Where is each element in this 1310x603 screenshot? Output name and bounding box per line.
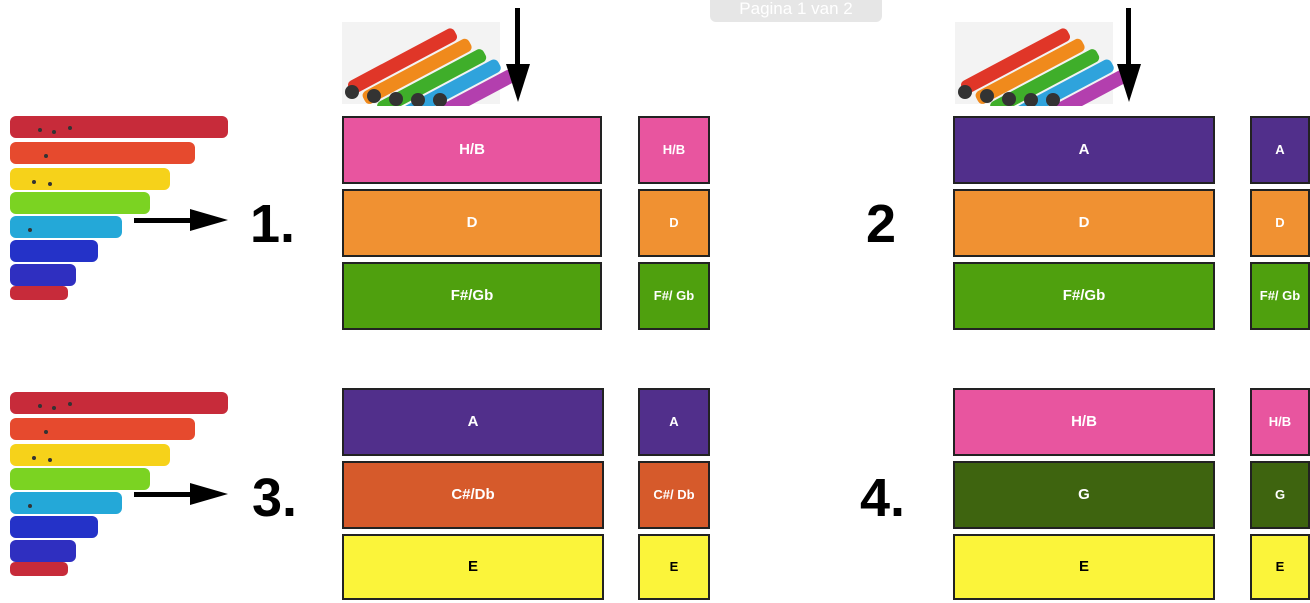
boomwhacker-tubes-stack-image <box>10 116 228 300</box>
arrow-right-icon <box>134 483 228 505</box>
note-box: A <box>342 388 604 456</box>
note-box: H/B <box>953 388 1215 456</box>
page-indicator: Pagina 1 van 2 <box>710 0 882 22</box>
note-box-small: C#/ Db <box>638 461 710 529</box>
chord-number: 2 <box>866 194 897 254</box>
boomwhacker-tubes-fan-image <box>342 22 516 106</box>
chord-number: 3. <box>252 468 298 528</box>
note-box-small: A <box>1250 116 1310 184</box>
note-box-small: E <box>638 534 710 600</box>
arrow-down-icon <box>506 8 530 102</box>
note-box: G <box>953 461 1215 529</box>
boomwhacker-tubes-fan-image <box>955 22 1129 106</box>
chord-number: 4. <box>860 468 906 528</box>
note-box-small: D <box>1250 189 1310 257</box>
note-box: E <box>342 534 604 600</box>
note-box-small: H/B <box>1250 388 1310 456</box>
arrow-down-icon <box>1117 8 1141 102</box>
note-box-small: G <box>1250 461 1310 529</box>
note-box: A <box>953 116 1215 184</box>
arrow-right-icon <box>134 209 228 231</box>
note-box-small: A <box>638 388 710 456</box>
note-box: D <box>342 189 602 257</box>
note-box: C#/Db <box>342 461 604 529</box>
note-box-small: F#/ Gb <box>1250 262 1310 330</box>
note-box: H/B <box>342 116 602 184</box>
note-box-small: D <box>638 189 710 257</box>
note-box-small: H/B <box>638 116 710 184</box>
note-box: E <box>953 534 1215 600</box>
note-box: F#/Gb <box>953 262 1215 330</box>
note-box-small: F#/ Gb <box>638 262 710 330</box>
chord-number: 1. <box>250 194 296 254</box>
note-box: D <box>953 189 1215 257</box>
note-box-small: E <box>1250 534 1310 600</box>
note-box: F#/Gb <box>342 262 602 330</box>
boomwhacker-tubes-stack-image <box>10 392 228 576</box>
